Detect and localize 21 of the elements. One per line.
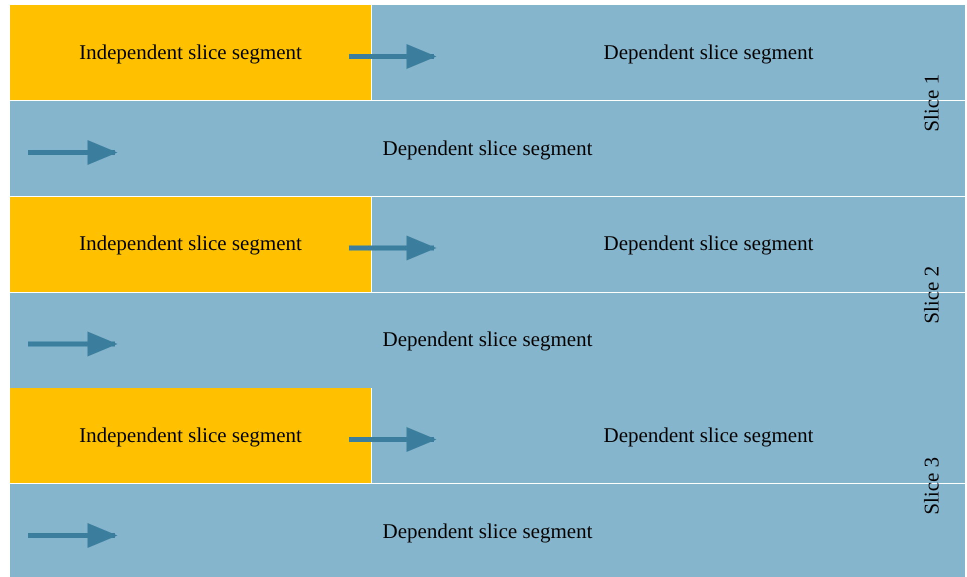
segment-label: Independent slice segment [79, 422, 302, 449]
arrow [28, 140, 118, 165]
slice-label: Slice 2 [918, 264, 944, 326]
independent-segment-box [10, 196, 371, 292]
arrow [349, 44, 436, 69]
segment-label: Dependent slice segment [382, 326, 592, 354]
arrow [349, 427, 436, 452]
segment-label: Dependent slice segment [382, 518, 592, 545]
slice-label: Slice 1 [918, 72, 944, 134]
segment-label: Independent slice segment [79, 38, 302, 66]
arrow [349, 236, 436, 260]
segment-label: Independent slice segment [79, 230, 302, 258]
arrow [28, 523, 118, 548]
segment-label: Dependent slice segment [382, 134, 592, 162]
independent-segment-box [10, 5, 371, 100]
segment-label: Dependent slice segment [604, 230, 814, 258]
slice-label: Slice 3 [918, 456, 944, 517]
independent-segment-box [10, 388, 371, 483]
segment-label: Dependent slice segment [604, 38, 814, 66]
segment-label: Dependent slice segment [604, 422, 814, 449]
arrow [28, 332, 118, 356]
